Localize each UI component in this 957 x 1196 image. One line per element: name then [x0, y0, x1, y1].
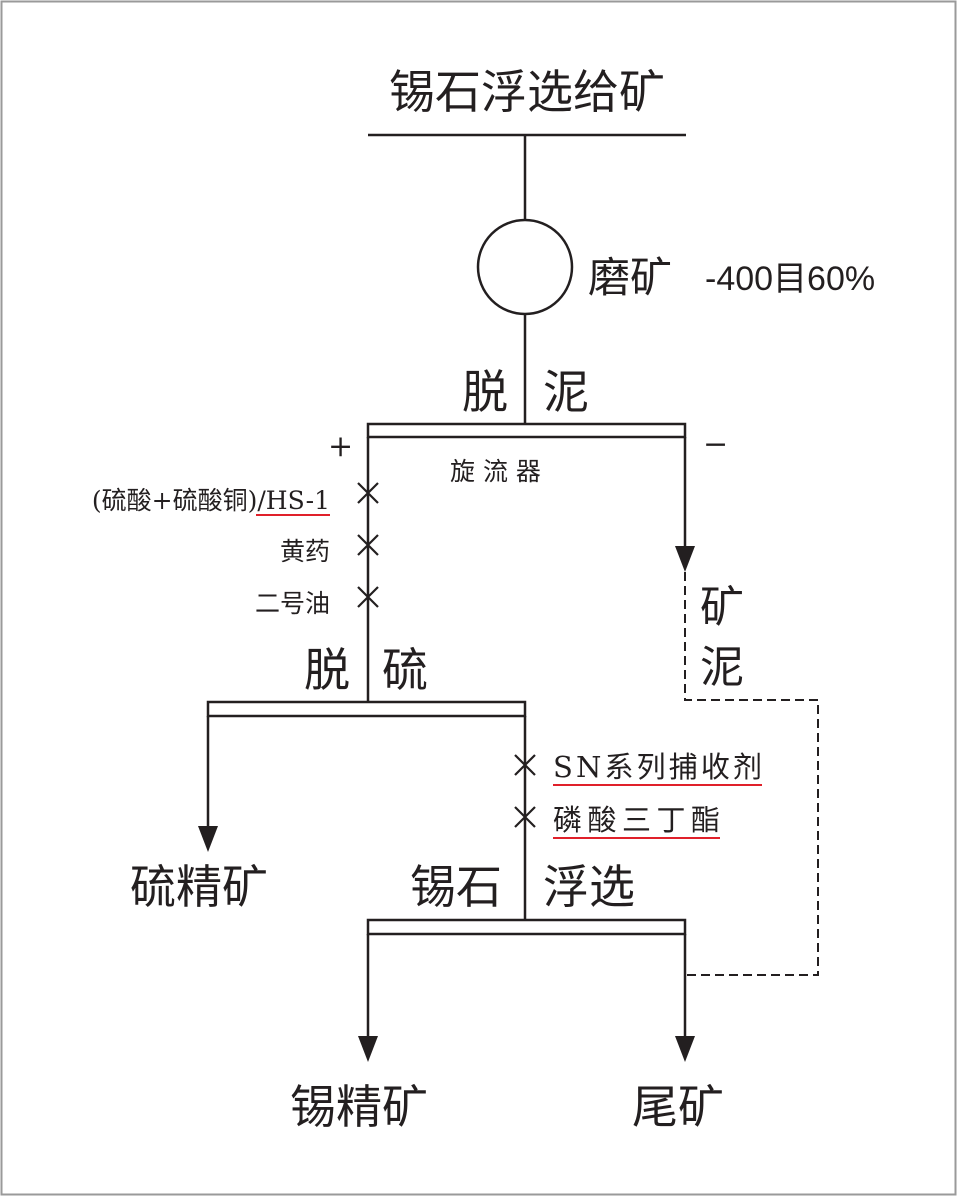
- desulfur-bar: [206, 700, 527, 718]
- tin-flotation-label-left: 锡石: [410, 860, 502, 914]
- feed-title: 锡石浮选给矿: [389, 65, 665, 119]
- plus-sign: +: [328, 429, 353, 464]
- arrow-head-icon: [198, 826, 218, 852]
- arrow-head-icon: [675, 546, 695, 572]
- slime-dashed-line: [684, 572, 819, 976]
- reagent-label-2: 黄药: [280, 537, 330, 566]
- desulfur-label-left: 脱: [304, 643, 350, 697]
- flotation-reagent-2: 磷酸三丁酯: [553, 803, 720, 837]
- flotation-reagent-1: SN系列捕收剂: [553, 750, 762, 784]
- cyclone-label: 旋 流 器: [450, 457, 541, 486]
- desliming-label-left: 脱: [462, 365, 508, 419]
- cross-icon: [357, 482, 379, 504]
- reagent-crosses: [357, 482, 536, 828]
- reagent-1-prefix: (硫酸+硫酸铜)/: [92, 486, 266, 515]
- tailings-label: 尾矿: [632, 1080, 724, 1134]
- desliming-label-right: 泥: [543, 365, 589, 419]
- desliming-bar: [366, 422, 687, 439]
- slime-label-1: 矿: [700, 582, 744, 633]
- cross-icon: [514, 754, 536, 776]
- reagent-label-1: (硫酸+硫酸铜)/HS-1: [92, 486, 330, 515]
- reagent-1-hs1: HS-1: [266, 486, 330, 515]
- flotation-bar: [366, 918, 687, 936]
- tin-concentrate-label: 锡精矿: [290, 1080, 428, 1134]
- arrow-head-icon: [358, 1036, 378, 1062]
- reagent-label-3: 二号油: [255, 589, 330, 618]
- grinding-label: 磨矿: [588, 253, 672, 302]
- cross-icon: [357, 586, 379, 608]
- grinding-circle: [476, 218, 574, 316]
- arrow-head-icon: [675, 1036, 695, 1062]
- slime-label-2: 泥: [700, 642, 744, 693]
- cross-icon: [514, 806, 536, 828]
- desulfur-label-right: 硫: [382, 643, 428, 697]
- sulfur-concentrate-label: 硫精矿: [130, 860, 268, 914]
- grinding-spec: -400目60%: [705, 260, 875, 298]
- minus-sign: −: [703, 427, 728, 462]
- cross-icon: [357, 534, 379, 556]
- tin-flotation-label-right: 浮选: [543, 860, 635, 914]
